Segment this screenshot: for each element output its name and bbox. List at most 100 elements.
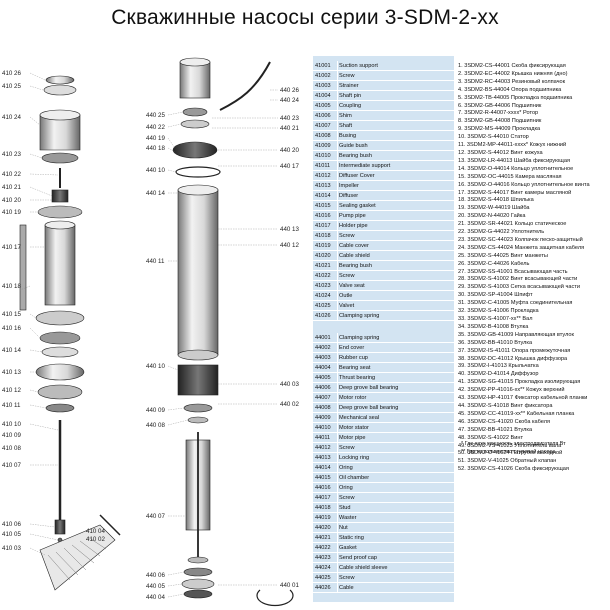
- label-44020: 440 20: [280, 147, 299, 154]
- list-item: 12. 3SDM2-S-44012 Винт кожуха: [458, 149, 543, 156]
- list-item: 23. 3SDM2-SC-44023 Колпачок песко-защитн…: [458, 236, 583, 243]
- label-44001: 440 01: [280, 582, 299, 589]
- part-name: Bearing bush: [339, 263, 372, 269]
- list-item: 34. 3SDM2-B-41008 Втулка: [458, 323, 529, 330]
- list-item: 24. 3SDM2-CS-44024 Манжета защитная кабе…: [458, 244, 585, 251]
- list-item: 39. 3SDM2-I-41013 Крыльчатка: [458, 363, 539, 370]
- part-code: 44020: [315, 525, 331, 531]
- list-item: 29. 3SDM2-S-41003 Сетка всасывающей част…: [458, 284, 580, 291]
- part-pump-pipe-top: [44, 220, 76, 230]
- list-item: 16. 3SDM2-O-44016 Кольцо уплотнительное …: [458, 181, 590, 188]
- list-item: 35. 3SDM2-GB-41009 Направляющая втулок: [458, 331, 574, 338]
- part-name: Bearing seat: [339, 365, 371, 371]
- part-suction-screw: [99, 514, 121, 536]
- part-name: Cable shield sleeve: [339, 565, 388, 571]
- label-44017: 440 17: [280, 163, 299, 170]
- part-name: Shaft pin: [339, 93, 362, 99]
- part-code: 44018: [315, 505, 331, 511]
- label-44010-b: 440 10: [146, 363, 165, 370]
- label-44011: 440 11: [146, 258, 165, 265]
- part-name: Coupling: [339, 103, 362, 109]
- part-valve-seat: [41, 152, 79, 164]
- label-44019: 440 19: [146, 135, 165, 142]
- center-column-parts: [172, 57, 294, 607]
- list-item: 11. 3SDM2-MP-44011-xxxx* Кожух нижний: [458, 142, 567, 149]
- part-mechanical-seal: [183, 403, 213, 413]
- list-item: 27. 3SDM2-SS-41001 Всасывающая часть: [458, 268, 568, 275]
- part-code: 41008: [315, 133, 331, 139]
- list-item: 38. 3SDM2-DC-41012 Крышка диффузора: [458, 355, 568, 362]
- part-cable-sleeve: [179, 61, 211, 99]
- part-name: Sealing gasket: [339, 203, 376, 209]
- label-41009: 410 09: [2, 432, 21, 439]
- part-name: Mechanical seal: [339, 415, 380, 421]
- label-41006: 410 06: [2, 521, 21, 528]
- label-44009: 440 09: [146, 407, 165, 414]
- label-41015: 410 15: [2, 311, 21, 318]
- part-valve-spring: [43, 84, 77, 96]
- footnote-power: * Где хххх мощность электродвигателя Вт: [461, 441, 566, 447]
- part-code: 41024: [315, 293, 331, 299]
- label-41003: 410 03: [2, 545, 21, 552]
- label-41026: 410 26: [2, 70, 21, 77]
- list-item: 37. 3SDM2-IS-41011 Опора промежуточная: [458, 347, 571, 354]
- part-impeller: [39, 331, 81, 345]
- part-code: 44010: [315, 425, 331, 431]
- label-41021: 410 21: [2, 184, 21, 191]
- part-code: 41002: [315, 73, 331, 79]
- part-thrust-bearing: [183, 567, 213, 577]
- part-code: 44011: [315, 435, 331, 441]
- part-name: Busing: [339, 133, 357, 139]
- part-code: 44012: [315, 445, 331, 451]
- list-item: 40. 3SDM2-D-41014 Диффузор: [458, 371, 539, 378]
- part-code: 44009: [315, 415, 331, 421]
- part-cable-sleeve-top: [179, 57, 211, 67]
- part-code: 44004: [315, 365, 331, 371]
- label-44010-a: 440 10: [146, 167, 165, 174]
- list-item: 50. 3SDM2-O-41024 Патрубок выходной: [458, 450, 563, 457]
- part-outlet-top: [39, 109, 81, 121]
- part-code: 41013: [315, 183, 331, 189]
- part-bearing-top: [187, 416, 209, 424]
- part-code: 44019: [315, 515, 331, 521]
- part-name: Diffuser Cover: [339, 173, 375, 179]
- part-code: 44003: [315, 355, 331, 361]
- part-motor-pipe: [177, 189, 219, 356]
- list-item: 49. 3SDM2-VS-41023 Уплотнитель вала: [458, 442, 562, 449]
- part-motor-stator: [177, 364, 219, 396]
- part-strainer: [39, 524, 116, 591]
- part-name: Intermediate support: [339, 163, 391, 169]
- list-item: 19. 3SDM2-W-44019 Шайба: [458, 205, 530, 212]
- part-guide-bush: [45, 403, 75, 413]
- list-item: 7. 3SDM2-R-44007-xxxx* Ротор: [458, 110, 539, 117]
- part-diffuser: [35, 310, 85, 326]
- list-item: 15. 3SDM2-OC-44015 Камера масляная: [458, 173, 562, 180]
- part-name: Impeller: [339, 183, 359, 189]
- label-44007: 440 07: [146, 513, 165, 520]
- list-item: 9. 3SDM2-MS-44009 Прокладка: [458, 126, 541, 133]
- part-code: 44007: [315, 395, 331, 401]
- table-row: 41008 Busing: [313, 131, 454, 141]
- part-name: Cable cover: [339, 243, 369, 249]
- part-rubber-cup: [183, 589, 213, 599]
- part-code: 44017: [315, 495, 331, 501]
- list-item: 18. 3SDM2-S-44018 Шпилька: [458, 197, 534, 204]
